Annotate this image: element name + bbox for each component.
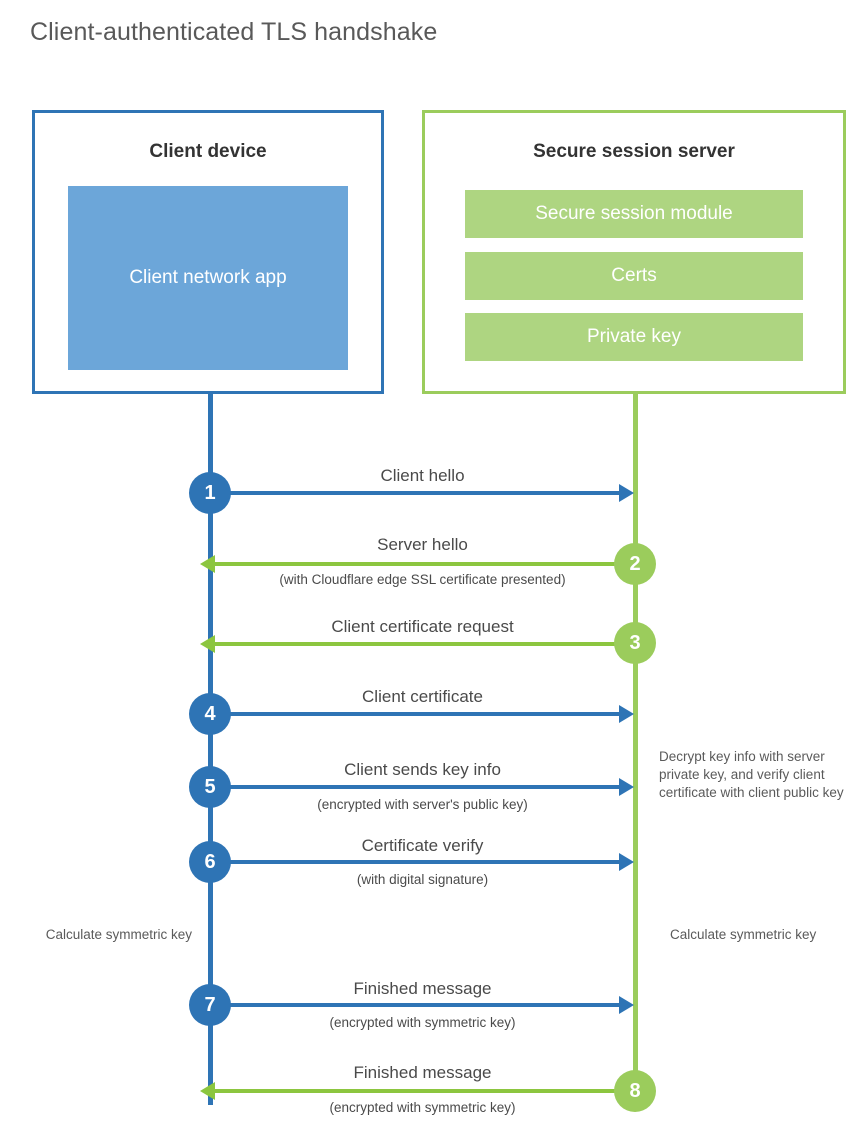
client-device-title: Client device: [149, 141, 267, 162]
step-8-number-badge: 8: [614, 1070, 656, 1112]
server-calculate-symmetric-key-note: Calculate symmetric key: [670, 927, 817, 942]
step-5-number-badge: 5: [189, 766, 231, 808]
step-5-sublabel: (encrypted with server's public key): [317, 797, 528, 812]
step-4-arrow-line: [210, 712, 620, 716]
step-7-arrow-head-icon: [619, 996, 634, 1014]
step-8-arrow-line: [215, 1089, 635, 1093]
step-7-label: Finished message: [353, 979, 492, 998]
step-8-sublabel: (encrypted with symmetric key): [329, 1100, 516, 1115]
step-7-arrow-line: [210, 1003, 620, 1007]
step-3-number-badge: 3: [614, 622, 656, 664]
client-lifeline: [208, 391, 213, 1105]
step-2-label: Server hello: [377, 535, 468, 554]
step-3-arrow-line: [215, 642, 635, 646]
client-calculate-symmetric-key-note: Calculate symmetric key: [45, 927, 192, 942]
step-2-arrow-head-icon: [200, 555, 215, 573]
page-title: Client-authenticated TLS handshake: [30, 18, 438, 46]
step-6-arrow-head-icon: [619, 853, 634, 871]
step-6-sublabel: (with digital signature): [356, 872, 489, 887]
step-8-arrow-head-icon: [200, 1082, 215, 1100]
step-3-arrow-head-icon: [200, 635, 215, 653]
step-1-arrow-head-icon: [619, 484, 634, 502]
step-1-number-badge: 1: [189, 472, 231, 514]
step-6-label: Certificate verify: [361, 836, 484, 855]
step-7-number-badge: 7: [189, 984, 231, 1026]
step-1-label: Client hello: [380, 466, 465, 485]
step-5-arrow-head-icon: [619, 778, 634, 796]
step-8-label: Finished message: [353, 1063, 492, 1082]
step-3-label: Client certificate request: [331, 617, 514, 636]
step-4-number-badge: 4: [189, 693, 231, 735]
step-2-number-badge: 2: [614, 543, 656, 585]
step-4-arrow-head-icon: [619, 705, 634, 723]
client-device-box: Client device Client network app: [32, 110, 384, 394]
server-component-secure-session-module: Secure session module: [465, 190, 803, 238]
step-6-arrow-line: [210, 860, 620, 864]
step-5-arrow-line: [210, 785, 620, 789]
step-2-arrow-line: [215, 562, 635, 566]
step-5-label: Client sends key info: [344, 760, 501, 779]
server-component-certs: Certs: [465, 252, 803, 300]
step-1-arrow-line: [210, 491, 620, 495]
server-lifeline: [633, 391, 638, 1091]
secure-session-server-title: Secure session server: [533, 141, 735, 162]
step-7-sublabel: (encrypted with symmetric key): [329, 1015, 516, 1030]
step-6-number-badge: 6: [189, 841, 231, 883]
server-component-private-key: Private key: [465, 313, 803, 361]
client-network-app-block: Client network app: [68, 186, 348, 370]
step-2-sublabel: (with Cloudflare edge SSL certificate pr…: [279, 572, 566, 587]
server-decrypt-note: Decrypt key info with server private key…: [659, 749, 844, 800]
secure-session-server-box: Secure session server Secure session mod…: [422, 110, 846, 394]
step-4-label: Client certificate: [362, 687, 483, 706]
